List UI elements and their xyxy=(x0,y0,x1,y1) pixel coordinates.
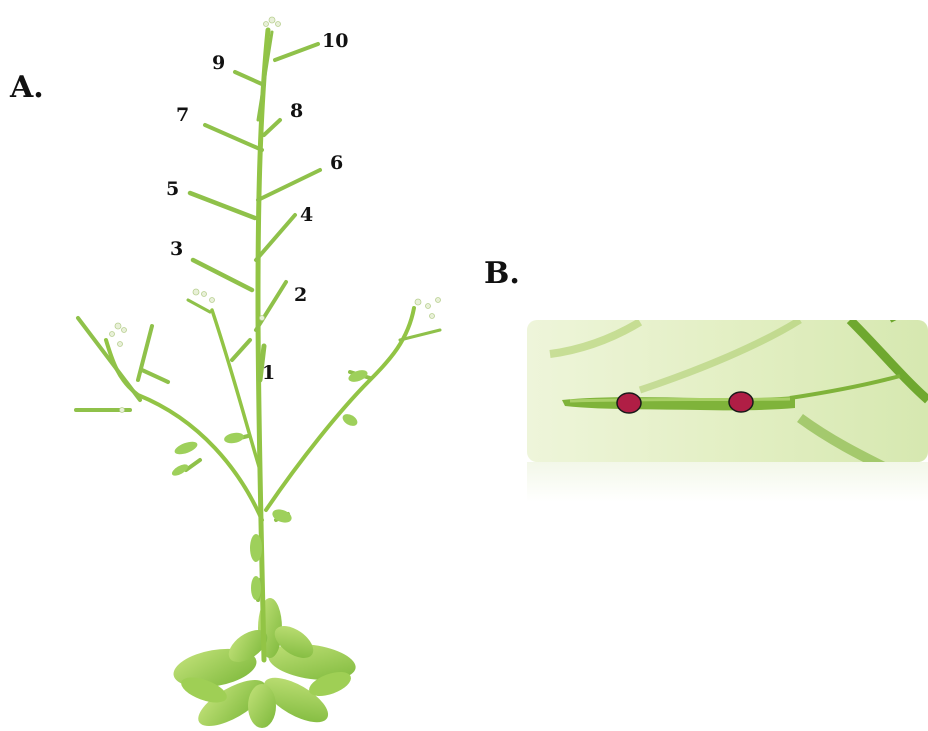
panel-b-reflection xyxy=(527,462,928,502)
